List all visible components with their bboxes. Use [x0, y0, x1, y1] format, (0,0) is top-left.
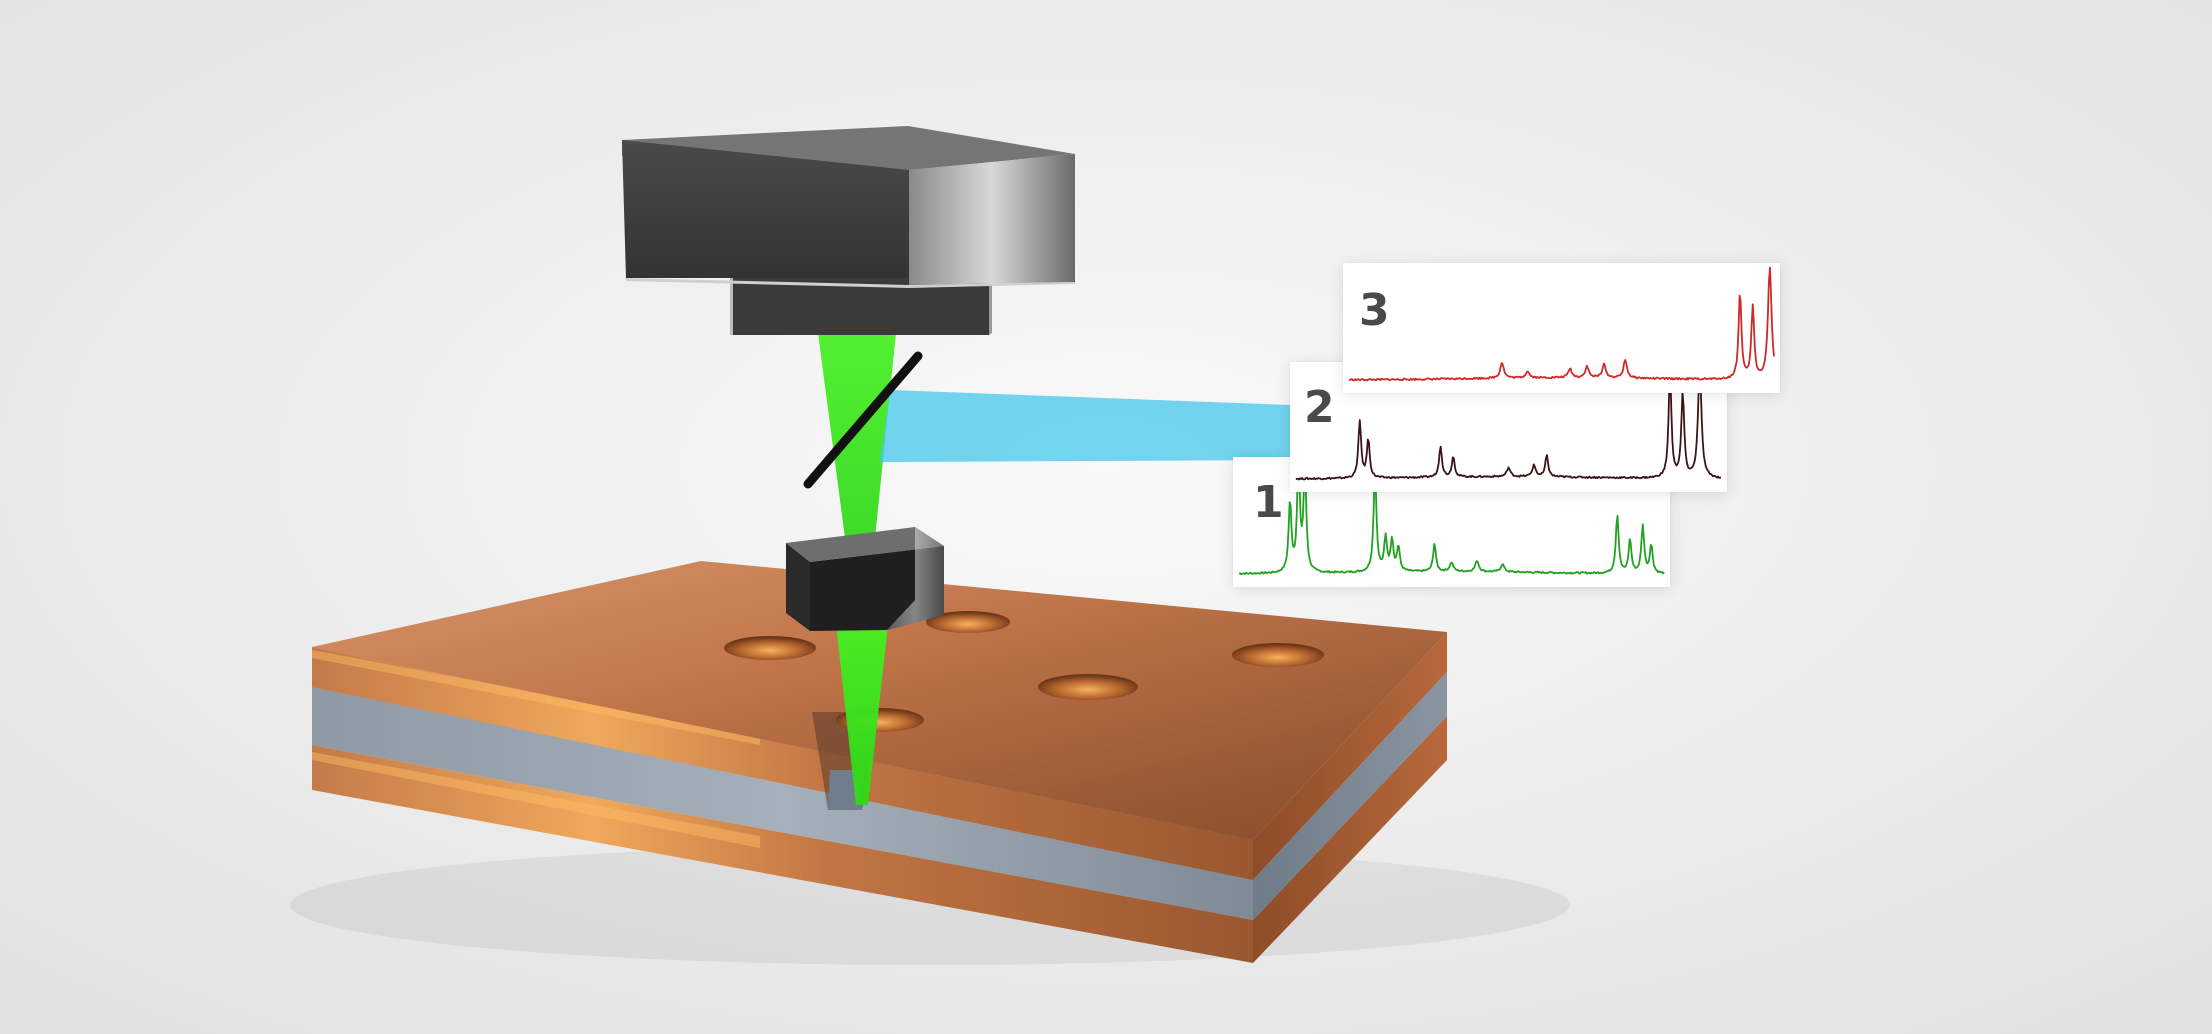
- excitation-laser-beam-lower: [836, 625, 888, 805]
- spectrum-label-3: 3: [1359, 285, 1390, 336]
- spectrum-trace-1: [1238, 458, 1665, 575]
- spectrum-plot-3: [1348, 266, 1775, 382]
- spectrum-label-1: 1: [1253, 477, 1284, 528]
- spectrum-plot-2: [1295, 369, 1722, 481]
- beam-splitter-mirror: [803, 351, 923, 489]
- drilled-hole: [1232, 643, 1324, 667]
- focusing-lens-cube: [786, 527, 944, 631]
- spectrum-label-2: 2: [1304, 382, 1335, 433]
- spectrum-panel-3: 3: [1343, 263, 1780, 393]
- excitation-laser-beam-upper: [818, 333, 896, 538]
- drilled-hole: [926, 611, 1010, 633]
- collected-light-beam: [880, 390, 1290, 462]
- front-steel-layer: [312, 687, 1253, 920]
- laser-instrument-housing: [622, 126, 1075, 335]
- spectrum-plot-1: [1238, 458, 1665, 575]
- drilled-hole: [1038, 674, 1138, 700]
- spectrum-trace-2: [1295, 369, 1722, 481]
- spectrum-trace-3: [1348, 266, 1775, 382]
- drilled-hole: [724, 636, 816, 660]
- front-copper-bottom-layer: [312, 745, 1253, 963]
